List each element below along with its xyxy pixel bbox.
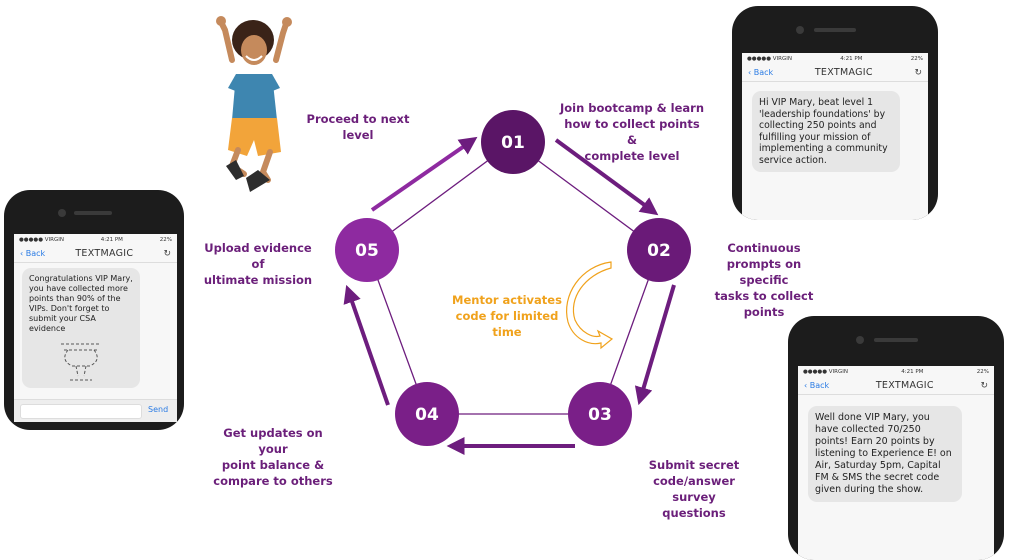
status-bar: ●●●●● VIRGIN 4:21 PM 22%	[798, 366, 994, 377]
phone-speaker	[74, 211, 112, 215]
input-bar: Send	[14, 399, 177, 422]
phone-camera	[856, 336, 864, 344]
back-label: Back	[810, 381, 829, 390]
refresh-icon[interactable]: ↻	[914, 68, 922, 78]
step-caption-01: Join bootcamp & learn how to collect poi…	[559, 100, 705, 164]
mentor-curved-arrow	[567, 262, 612, 348]
time-label: 4:21 PM	[840, 56, 862, 62]
send-button[interactable]: Send	[148, 405, 168, 414]
refresh-icon[interactable]: ↻	[163, 249, 171, 259]
nav-bar: ‹ Back TEXTMAGIC ↻	[14, 245, 177, 263]
message-bubble: Well done VIP Mary, you have collected 7…	[808, 406, 962, 502]
arrow-02-to-03	[640, 285, 674, 400]
step-caption-04: Get updates on your point balance & comp…	[210, 425, 336, 489]
battery-label: 22%	[911, 56, 923, 62]
arrow-05-to-01	[372, 140, 473, 210]
nav-bar: ‹ Back TEXTMAGIC ↻	[742, 64, 928, 82]
message-bubble: Hi VIP Mary, beat level 1 'leadership fo…	[752, 91, 900, 172]
phone-camera	[58, 209, 66, 217]
carrier-label: ●●●●● VIRGIN	[19, 237, 64, 243]
trophy-text-art	[46, 338, 116, 382]
message-bubble: Congratulations VIP Mary, you have colle…	[22, 268, 140, 388]
back-button[interactable]: ‹ Back	[804, 381, 829, 390]
step-number-04: 04	[415, 405, 439, 425]
step-node-03: 03	[568, 382, 632, 446]
battery-label: 22%	[160, 237, 172, 243]
phone-speaker	[874, 338, 918, 342]
mentor-caption: Mentor activates code for limited time	[448, 292, 566, 340]
phone-left: ●●●●● VIRGIN 4:21 PM 22% ‹ Back TEXTMAGI…	[4, 190, 184, 430]
message-text: Congratulations VIP Mary, you have colle…	[29, 274, 133, 334]
status-bar: ●●●●● VIRGIN 4:21 PM 22%	[742, 53, 928, 64]
phone-screen: ●●●●● VIRGIN 4:21 PM 22% ‹ Back TEXTMAGI…	[742, 53, 928, 220]
battery-label: 22%	[977, 369, 989, 375]
phone-top-right: ●●●●● VIRGIN 4:21 PM 22% ‹ Back TEXTMAGI…	[732, 6, 938, 220]
refresh-icon[interactable]: ↻	[980, 381, 988, 391]
time-label: 4:21 PM	[101, 237, 123, 243]
step-node-02: 02	[627, 218, 691, 282]
step-node-04: 04	[395, 382, 459, 446]
back-label: Back	[754, 68, 773, 77]
app-title: TEXTMAGIC	[815, 67, 873, 78]
step-caption-02: Continuous prompts on specific tasks to …	[704, 240, 824, 320]
proceed-caption: Proceed to next level	[304, 111, 412, 143]
step-number-02: 02	[647, 241, 671, 261]
back-label: Back	[26, 249, 45, 258]
step-number-03: 03	[588, 405, 612, 425]
status-bar: ●●●●● VIRGIN 4:21 PM 22%	[14, 234, 177, 245]
step-caption-05: Upload evidence of ultimate mission	[196, 240, 320, 288]
app-title: TEXTMAGIC	[876, 380, 934, 391]
nav-bar: ‹ Back TEXTMAGIC ↻	[798, 377, 994, 395]
phone-screen: ●●●●● VIRGIN 4:21 PM 22% ‹ Back TEXTMAGI…	[14, 234, 177, 422]
time-label: 4:21 PM	[901, 369, 923, 375]
back-button[interactable]: ‹ Back	[748, 68, 773, 77]
carrier-label: ●●●●● VIRGIN	[803, 369, 848, 375]
phone-speaker	[814, 28, 856, 32]
arrow-04-to-05	[348, 290, 388, 405]
step-node-05: 05	[335, 218, 399, 282]
step-node-01: 01	[481, 110, 545, 174]
phone-bottom-right: ●●●●● VIRGIN 4:21 PM 22% ‹ Back TEXTMAGI…	[788, 316, 1004, 560]
app-title: TEXTMAGIC	[75, 248, 133, 259]
back-button[interactable]: ‹ Back	[20, 249, 45, 258]
carrier-label: ●●●●● VIRGIN	[747, 56, 792, 62]
step-caption-03: Submit secret code/answer survey questio…	[634, 457, 754, 521]
step-number-05: 05	[355, 241, 379, 261]
phone-screen: ●●●●● VIRGIN 4:21 PM 22% ‹ Back TEXTMAGI…	[798, 366, 994, 560]
phone-camera	[796, 26, 804, 34]
step-number-01: 01	[501, 133, 525, 153]
message-input[interactable]	[20, 404, 142, 419]
jumping-person-illustration	[216, 16, 292, 192]
